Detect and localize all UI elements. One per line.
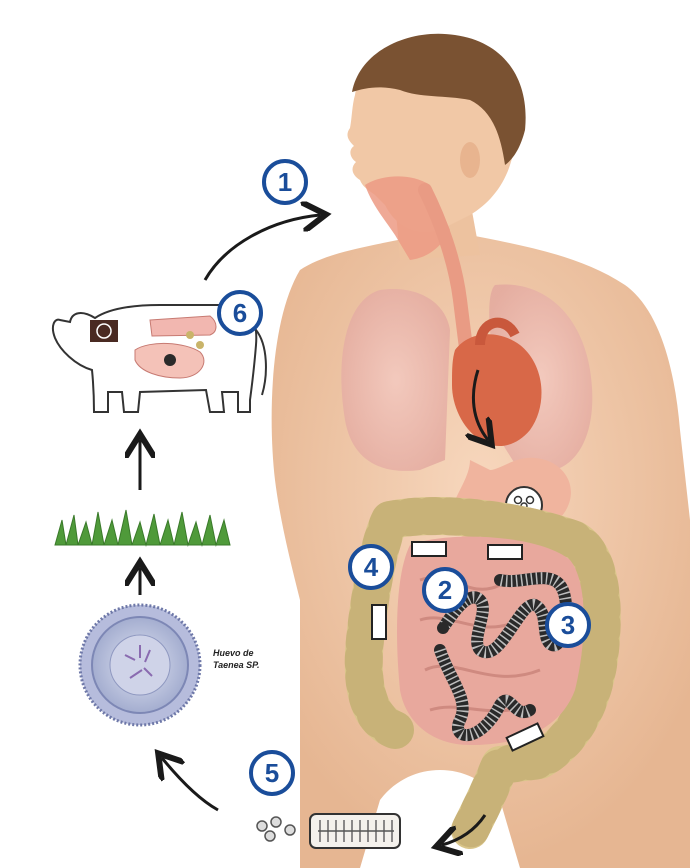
step-badge-2: 2 — [424, 569, 466, 611]
step-badge-5: 5 — [251, 752, 293, 794]
cow-muscle — [150, 316, 216, 336]
egg-label-line2: Taenea SP. — [213, 660, 260, 670]
left-lung — [341, 289, 450, 471]
egg-dot — [257, 821, 267, 831]
step-badge-3: 3 — [547, 604, 589, 646]
step-number-6: 6 — [233, 298, 247, 328]
egg-label-line1: Huevo de — [213, 648, 254, 658]
cow-organ-cyst — [186, 331, 194, 339]
step-number-1: 1 — [278, 167, 292, 197]
proglottid-segment — [372, 605, 386, 639]
tapeworm-scolex — [437, 622, 449, 634]
egg-dot — [285, 825, 295, 835]
proglottid-segment — [488, 545, 522, 559]
step-badge-1: 1 — [264, 161, 306, 203]
step-number-4: 4 — [364, 552, 379, 582]
step-number-5: 5 — [265, 758, 279, 788]
ear-shape — [460, 142, 480, 178]
cow-organ-cyst — [196, 341, 204, 349]
step-badge-4: 4 — [350, 546, 392, 588]
excreted-stage — [257, 814, 400, 848]
egg-dot — [265, 831, 275, 841]
step-number-2: 2 — [438, 575, 452, 605]
arrow-excreted-to-egg — [162, 758, 218, 810]
proglottid-segment — [412, 542, 446, 556]
cow-tail — [256, 330, 266, 395]
egg-dot — [271, 817, 281, 827]
grass-blades — [55, 510, 230, 545]
step-badge-6: 6 — [219, 292, 261, 334]
taenia-egg — [80, 605, 200, 725]
grass — [55, 510, 230, 545]
step-number-3: 3 — [561, 610, 575, 640]
cow-organ-cyst — [164, 354, 176, 366]
egg-embryo — [110, 635, 170, 695]
